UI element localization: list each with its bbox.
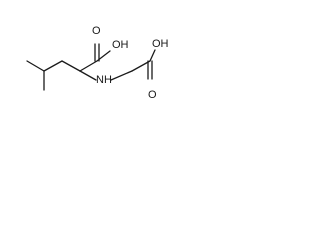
bond-methyl-1 — [26, 60, 45, 72]
bond-ch2-alpha — [61, 60, 81, 72]
bond-right-oh — [149, 49, 156, 62]
bond-alpha-nh — [79, 70, 97, 81]
label-nh: NH — [96, 74, 112, 86]
bond-ch2-carboxyl — [131, 60, 151, 72]
label-o-top: O — [92, 25, 101, 37]
bond-carboxyl-oh — [96, 50, 111, 62]
bond-ch-ch2 — [43, 60, 63, 72]
bond-nh-ch2 — [110, 70, 133, 81]
label-oh-top: OH — [112, 39, 129, 51]
chemical-structure-diagram: O OH NH OH O — [26, 25, 169, 101]
label-o-right: O — [148, 89, 157, 101]
bond-alpha-carboxyl — [79, 60, 98, 72]
label-oh-right: OH — [152, 38, 169, 50]
